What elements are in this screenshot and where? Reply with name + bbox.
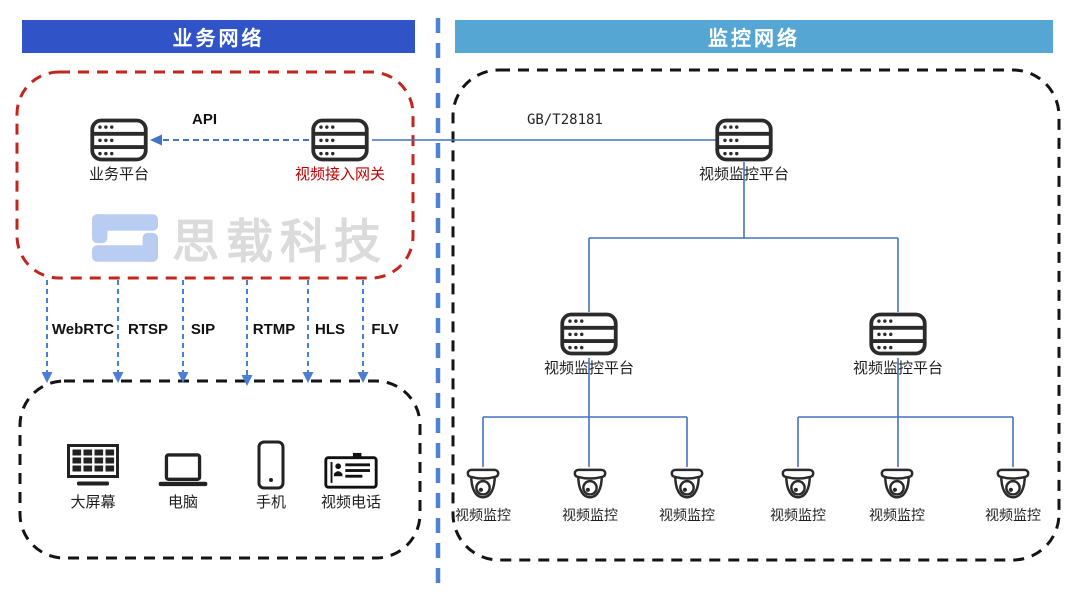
node-camera-2: 视频监控 bbox=[545, 467, 635, 525]
node-video-gateway: 视频接入网关 bbox=[280, 118, 400, 184]
phone-icon bbox=[257, 440, 285, 490]
laptop-icon bbox=[158, 453, 208, 487]
monitoring-platform-left-label: 视频监控平台 bbox=[543, 360, 634, 377]
camera-label: 视频监控 bbox=[455, 507, 511, 523]
big-screen-label: 大屏幕 bbox=[70, 494, 116, 511]
business-network-title: 业务网络 bbox=[172, 28, 265, 50]
server-icon bbox=[869, 312, 927, 356]
node-camera-6: 视频监控 bbox=[968, 467, 1058, 525]
server-icon bbox=[90, 118, 148, 162]
node-video-phone: 视频电话 bbox=[306, 452, 396, 512]
company-logo-icon bbox=[92, 213, 158, 262]
node-computer: 电脑 bbox=[138, 453, 228, 512]
api-edge bbox=[150, 134, 309, 146]
client-devices-box bbox=[18, 379, 422, 560]
protocol-label-rtsp: RTSP bbox=[127, 321, 168, 338]
api-edge-label: API bbox=[192, 111, 218, 128]
business-platform-label: 业务平台 bbox=[88, 166, 149, 183]
server-icon bbox=[560, 312, 618, 356]
cctv-camera-icon bbox=[781, 468, 815, 499]
protocol-arrows bbox=[41, 280, 369, 386]
camera-label: 视频监控 bbox=[985, 507, 1041, 523]
node-business-platform: 业务平台 bbox=[59, 118, 179, 184]
camera-label: 视频监控 bbox=[562, 507, 618, 523]
monitoring-tree-lines bbox=[482, 162, 1014, 467]
cctv-camera-icon bbox=[670, 468, 704, 499]
videophone-icon bbox=[324, 452, 378, 489]
node-mobile-phone: 手机 bbox=[226, 440, 316, 512]
monitoring-network-title: 监控网络 bbox=[708, 28, 800, 50]
node-monitoring-platform-right: 视频监控平台 bbox=[838, 312, 958, 378]
protocol-label-flv: FLV bbox=[371, 321, 399, 338]
server-icon bbox=[311, 118, 369, 162]
node-camera-1: 视频监控 bbox=[438, 467, 528, 525]
node-monitoring-platform-left: 视频监控平台 bbox=[529, 312, 649, 378]
node-camera-5: 视频监控 bbox=[852, 467, 942, 525]
video-wall-icon bbox=[67, 444, 119, 486]
protocol-label-sip: SIP bbox=[190, 321, 216, 338]
computer-label: 电脑 bbox=[167, 494, 198, 511]
cctv-camera-icon bbox=[466, 468, 500, 499]
server-icon bbox=[715, 118, 773, 162]
protocol-label-rtmp: RTMP bbox=[252, 321, 296, 338]
cctv-camera-icon bbox=[880, 468, 914, 499]
cctv-camera-icon bbox=[573, 468, 607, 499]
node-big-screen: 大屏幕 bbox=[48, 444, 138, 512]
mobile-phone-label: 手机 bbox=[255, 494, 286, 511]
protocol-label-webrtc: WebRTC bbox=[51, 321, 115, 338]
business-network-header: 业务网络 bbox=[22, 20, 415, 53]
watermark: 思载科技 bbox=[92, 203, 388, 272]
node-camera-4: 视频监控 bbox=[753, 467, 843, 525]
gbt28181-edge-label: GB/T28181 bbox=[527, 112, 603, 128]
monitoring-network-header: 监控网络 bbox=[455, 20, 1053, 53]
gateway-zone-box bbox=[15, 70, 415, 280]
video-gateway-label: 视频接入网关 bbox=[294, 166, 385, 183]
monitoring-platform-top-label: 视频监控平台 bbox=[698, 166, 789, 183]
node-camera-3: 视频监控 bbox=[642, 467, 732, 525]
monitoring-zone-box bbox=[451, 68, 1061, 562]
video-phone-label: 视频电话 bbox=[320, 494, 381, 511]
protocol-label-hls: HLS bbox=[315, 321, 345, 338]
watermark-text: 思载科技 bbox=[172, 215, 388, 268]
camera-label: 视频监控 bbox=[869, 507, 925, 523]
monitoring-platform-right-label: 视频监控平台 bbox=[852, 360, 943, 377]
camera-label: 视频监控 bbox=[770, 507, 826, 523]
cctv-camera-icon bbox=[996, 468, 1030, 499]
camera-label: 视频监控 bbox=[659, 507, 715, 523]
node-monitoring-platform-top: 视频监控平台 bbox=[684, 118, 804, 184]
